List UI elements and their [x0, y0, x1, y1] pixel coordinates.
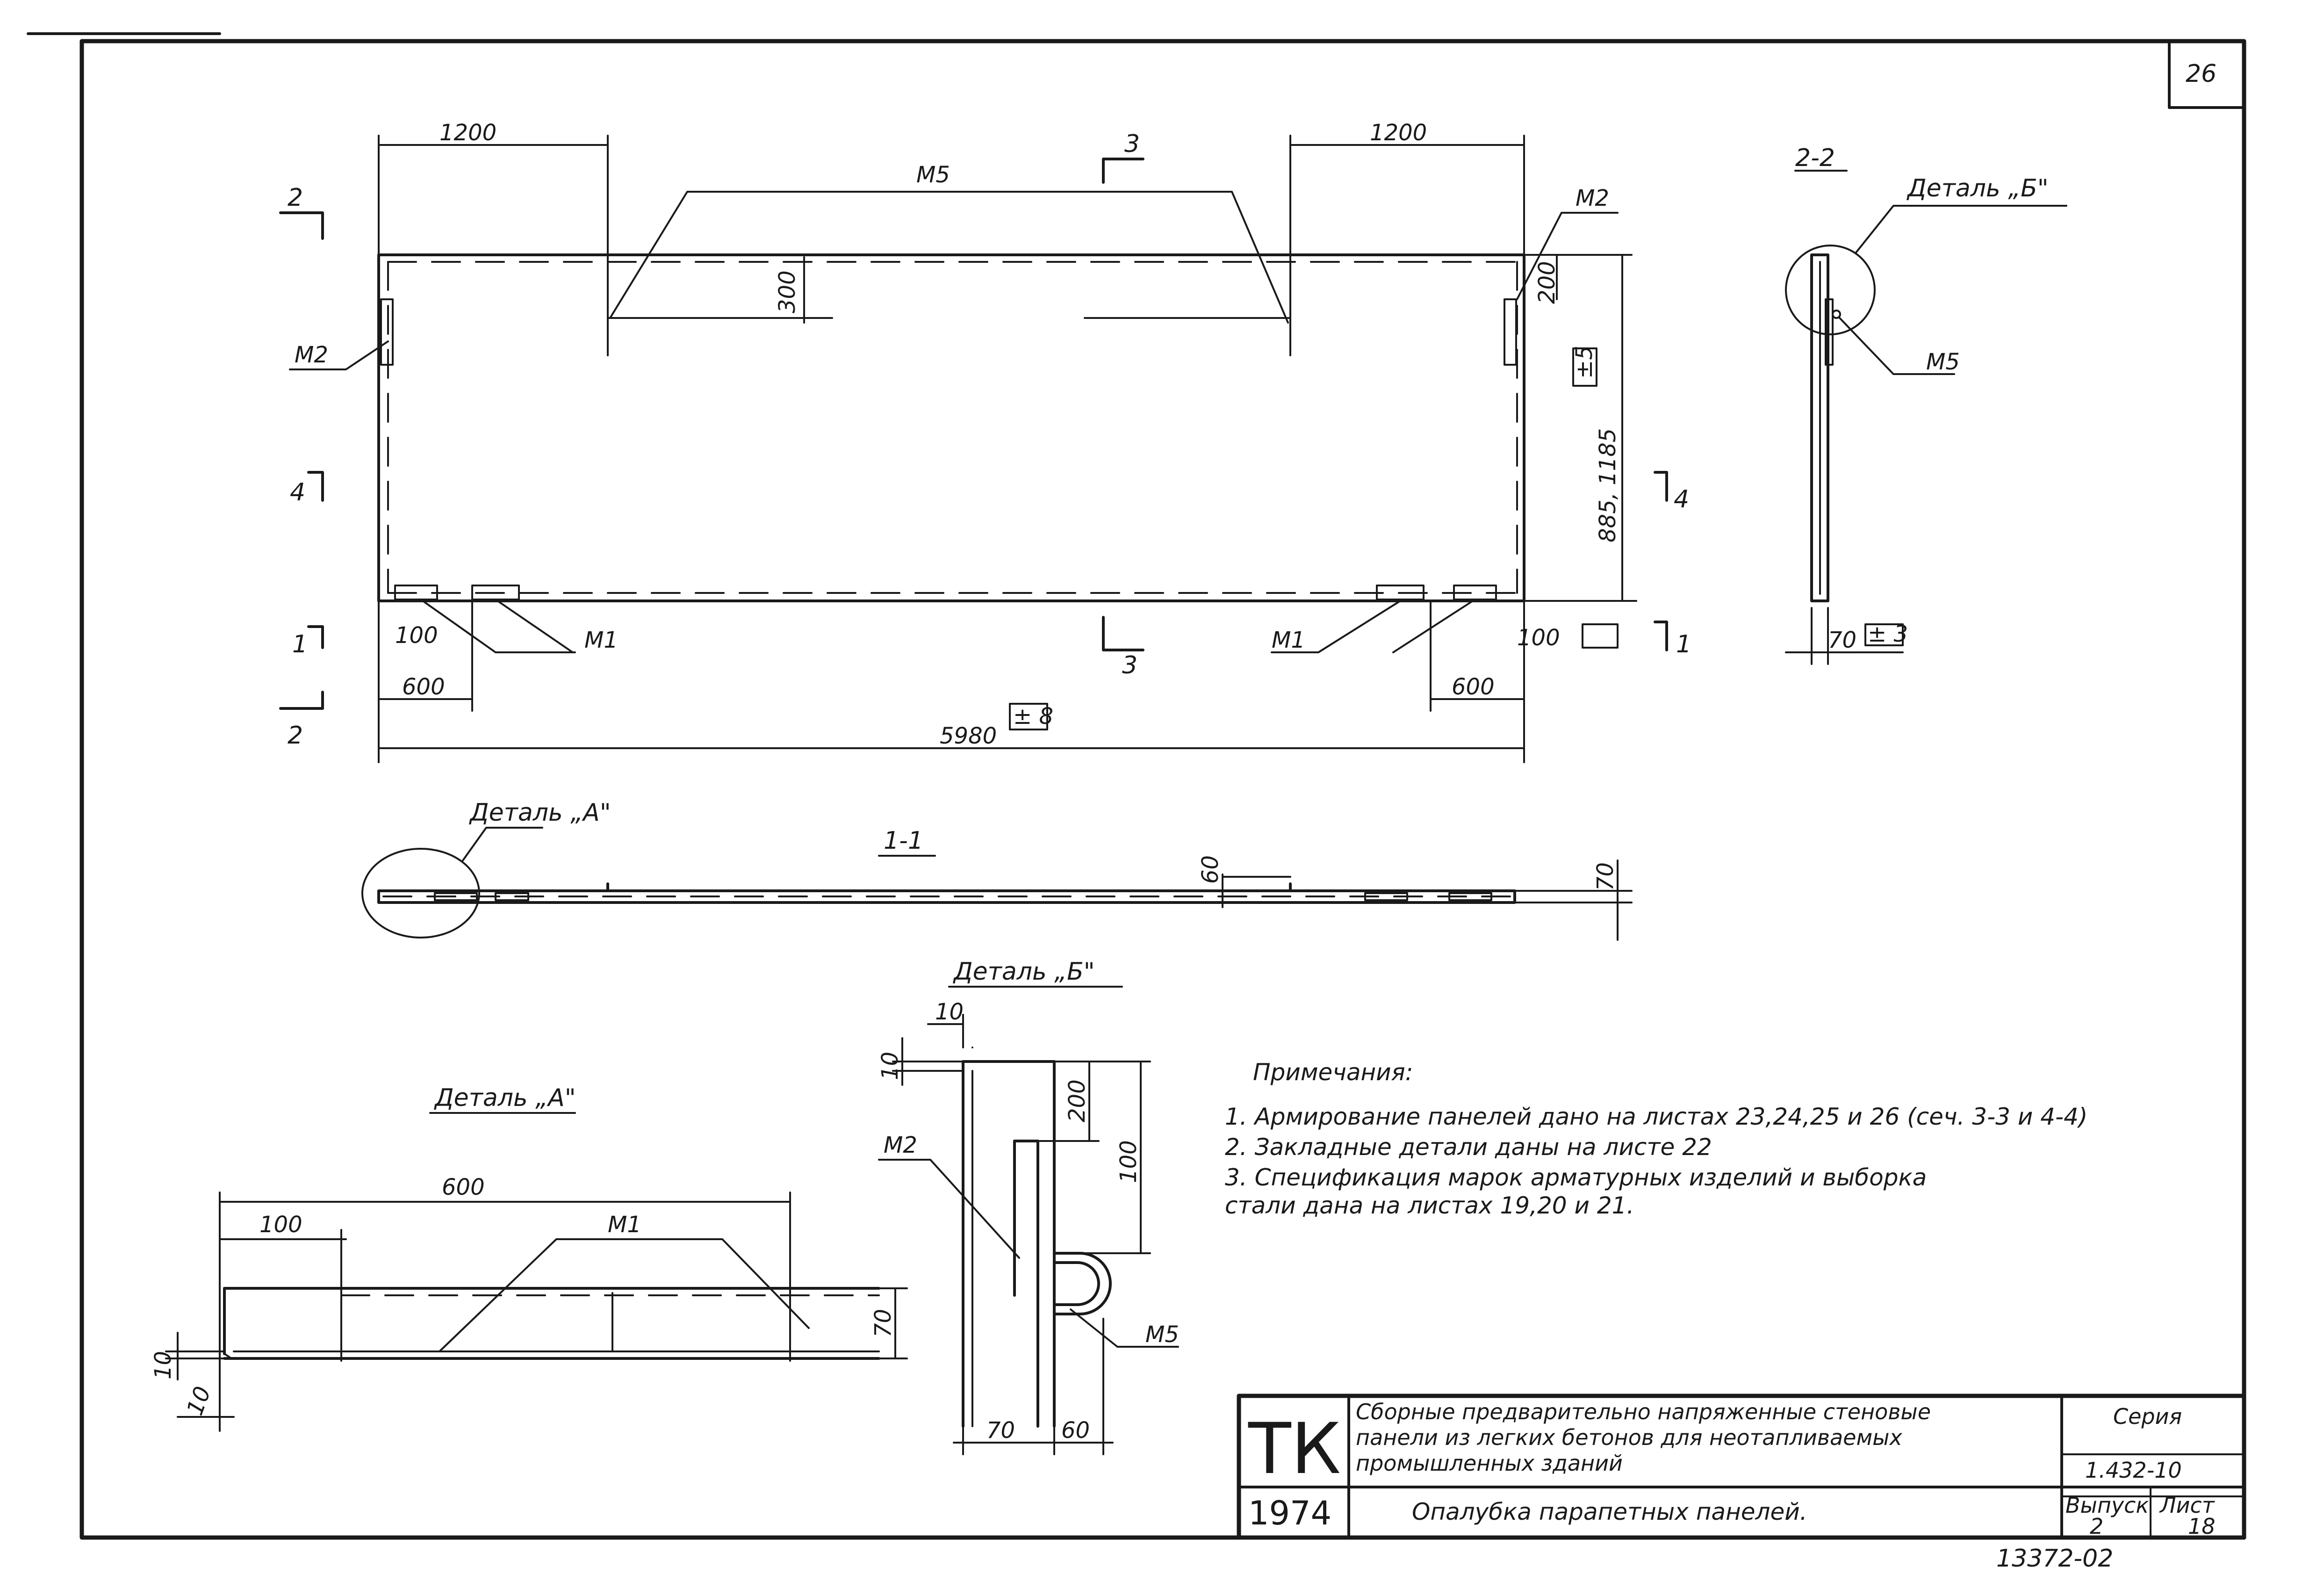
- detail-a-title: Деталь „А": [434, 1084, 576, 1112]
- section-mark-1-left: 1: [292, 630, 308, 658]
- title-block: [1237, 1394, 2246, 1540]
- sheet-frame: [27, 32, 2246, 1540]
- section-mark-2-bottom: 2: [288, 722, 303, 750]
- detail-b-dim-10-top: 10: [935, 999, 964, 1025]
- title-block-issue-value: 2: [2090, 1514, 2103, 1539]
- section-2-2-title: 2-2: [1795, 144, 1835, 172]
- title-block-description-1: Сборные предварительно напряженные стено…: [1356, 1399, 1931, 1424]
- dim-100-right: 100: [1517, 625, 1560, 651]
- detail-b-dim-60: 60: [1061, 1417, 1090, 1444]
- detail-a-view: [165, 1112, 908, 1432]
- detail-b-mark-m5: М5: [1145, 1322, 1179, 1348]
- section-mark-3-top: 3: [1124, 130, 1140, 158]
- detail-a-dim-10-vertical: 10: [150, 1351, 176, 1379]
- dim-1200-right: 1200: [1370, 120, 1427, 146]
- dim-height: 885, 1185: [1595, 428, 1621, 542]
- mark-m1-left: М1: [584, 627, 618, 653]
- dim-600-left: 600: [402, 674, 445, 700]
- detail-b-dim-10-left: 10: [877, 1052, 903, 1080]
- section-1-1-title: 1-1: [884, 827, 923, 855]
- dim-1200-left: 1200: [439, 120, 496, 146]
- detail-a-dim-10-horizontal: 10: [182, 1383, 216, 1419]
- note-item-3-cont: стали дана на листах 19,20 и 21.: [1225, 1192, 1634, 1219]
- note-item-3: 3. Спецификация марок арматурных изделий…: [1225, 1164, 1927, 1191]
- mark-m2-left: М2: [295, 342, 328, 368]
- detail-b-dim-70: 70: [986, 1417, 1015, 1444]
- section-2-2-view: [1785, 170, 2067, 665]
- section-1-1-detail-label: Деталь „А": [469, 799, 611, 827]
- notes-heading: Примечания:: [1253, 1059, 1413, 1086]
- title-block-description-3: промышленных зданий: [1356, 1451, 1623, 1476]
- title-block-description-2: панели из легких бетонов для неотапливае…: [1356, 1425, 1902, 1450]
- detail-a-dim-100: 100: [259, 1212, 302, 1238]
- title-block-sheet-label: Лист: [2159, 1493, 2215, 1518]
- detail-a-dim-600: 600: [442, 1174, 485, 1200]
- section-mark-4-right: 4: [1674, 485, 1689, 513]
- note-item-1: 1. Армирование панелей дано на листах 23…: [1225, 1103, 2087, 1130]
- section-mark-1-right: 1: [1676, 630, 1691, 658]
- dim-200-plan: 200: [1534, 261, 1560, 304]
- section-mark-4-left: 4: [290, 478, 305, 506]
- title-block-year: 1974: [1248, 1494, 1331, 1532]
- section-1-1-view: [361, 827, 1633, 941]
- tol-height: ±5: [1571, 346, 1597, 379]
- title-block-sheet-title: Опалубка парапетных панелей.: [1412, 1498, 1807, 1525]
- detail-b-dim-100: 100: [1115, 1140, 1142, 1183]
- tol-length: ± 8: [1013, 703, 1053, 729]
- title-block-sheet-value: 18: [2188, 1514, 2216, 1539]
- dim-100-left: 100: [395, 622, 438, 649]
- mark-m1-right: М1: [1272, 627, 1305, 653]
- detail-a-mark-m1: М1: [608, 1212, 641, 1238]
- detail-b-dim-200: 200: [1064, 1079, 1090, 1122]
- section-2-2-detail-label: Деталь „Б": [1907, 174, 2049, 202]
- section-mark-3-bottom: 3: [1122, 651, 1137, 679]
- mark-m2-right: М2: [1576, 185, 1609, 211]
- dim-length: 5980: [940, 723, 997, 749]
- title-block-series-label: Серия: [2113, 1404, 2182, 1429]
- title-block-series-value: 1.432-10: [2085, 1458, 2182, 1483]
- bottom-archive-code: 13372-02: [1996, 1545, 2113, 1573]
- corner-sheet-number: 26: [2186, 60, 2216, 88]
- dim-600-right: 600: [1452, 674, 1495, 700]
- section-mark-2-top: 2: [288, 184, 303, 212]
- notes-block: Примечания: 1. Армирование панелей дано …: [1225, 1059, 2087, 1219]
- note-item-2: 2. Закладные детали даны на листе 22: [1225, 1134, 1712, 1161]
- detail-b-mark-m2: М2: [884, 1132, 917, 1158]
- section-2-2-tolerance: ± 3: [1868, 621, 1908, 647]
- section-1-1-dim-60: 60: [1197, 855, 1223, 884]
- mark-m5-plan: М5: [916, 162, 950, 188]
- section-2-2-dim-70: 70: [1828, 627, 1856, 653]
- detail-b-title: Деталь „Б": [953, 958, 1095, 986]
- dim-300: 300: [774, 270, 800, 313]
- detail-b-view: [878, 986, 1179, 1455]
- section-1-1-dim-70: 70: [1592, 862, 1619, 891]
- panel-plan-view: [279, 135, 1668, 763]
- section-2-2-mark-m5: М5: [1926, 349, 1960, 375]
- title-block-issue-label: Выпуск: [2065, 1493, 2149, 1518]
- detail-a-dim-70: 70: [870, 1309, 896, 1337]
- title-block-logo: ТК: [1248, 1408, 1341, 1490]
